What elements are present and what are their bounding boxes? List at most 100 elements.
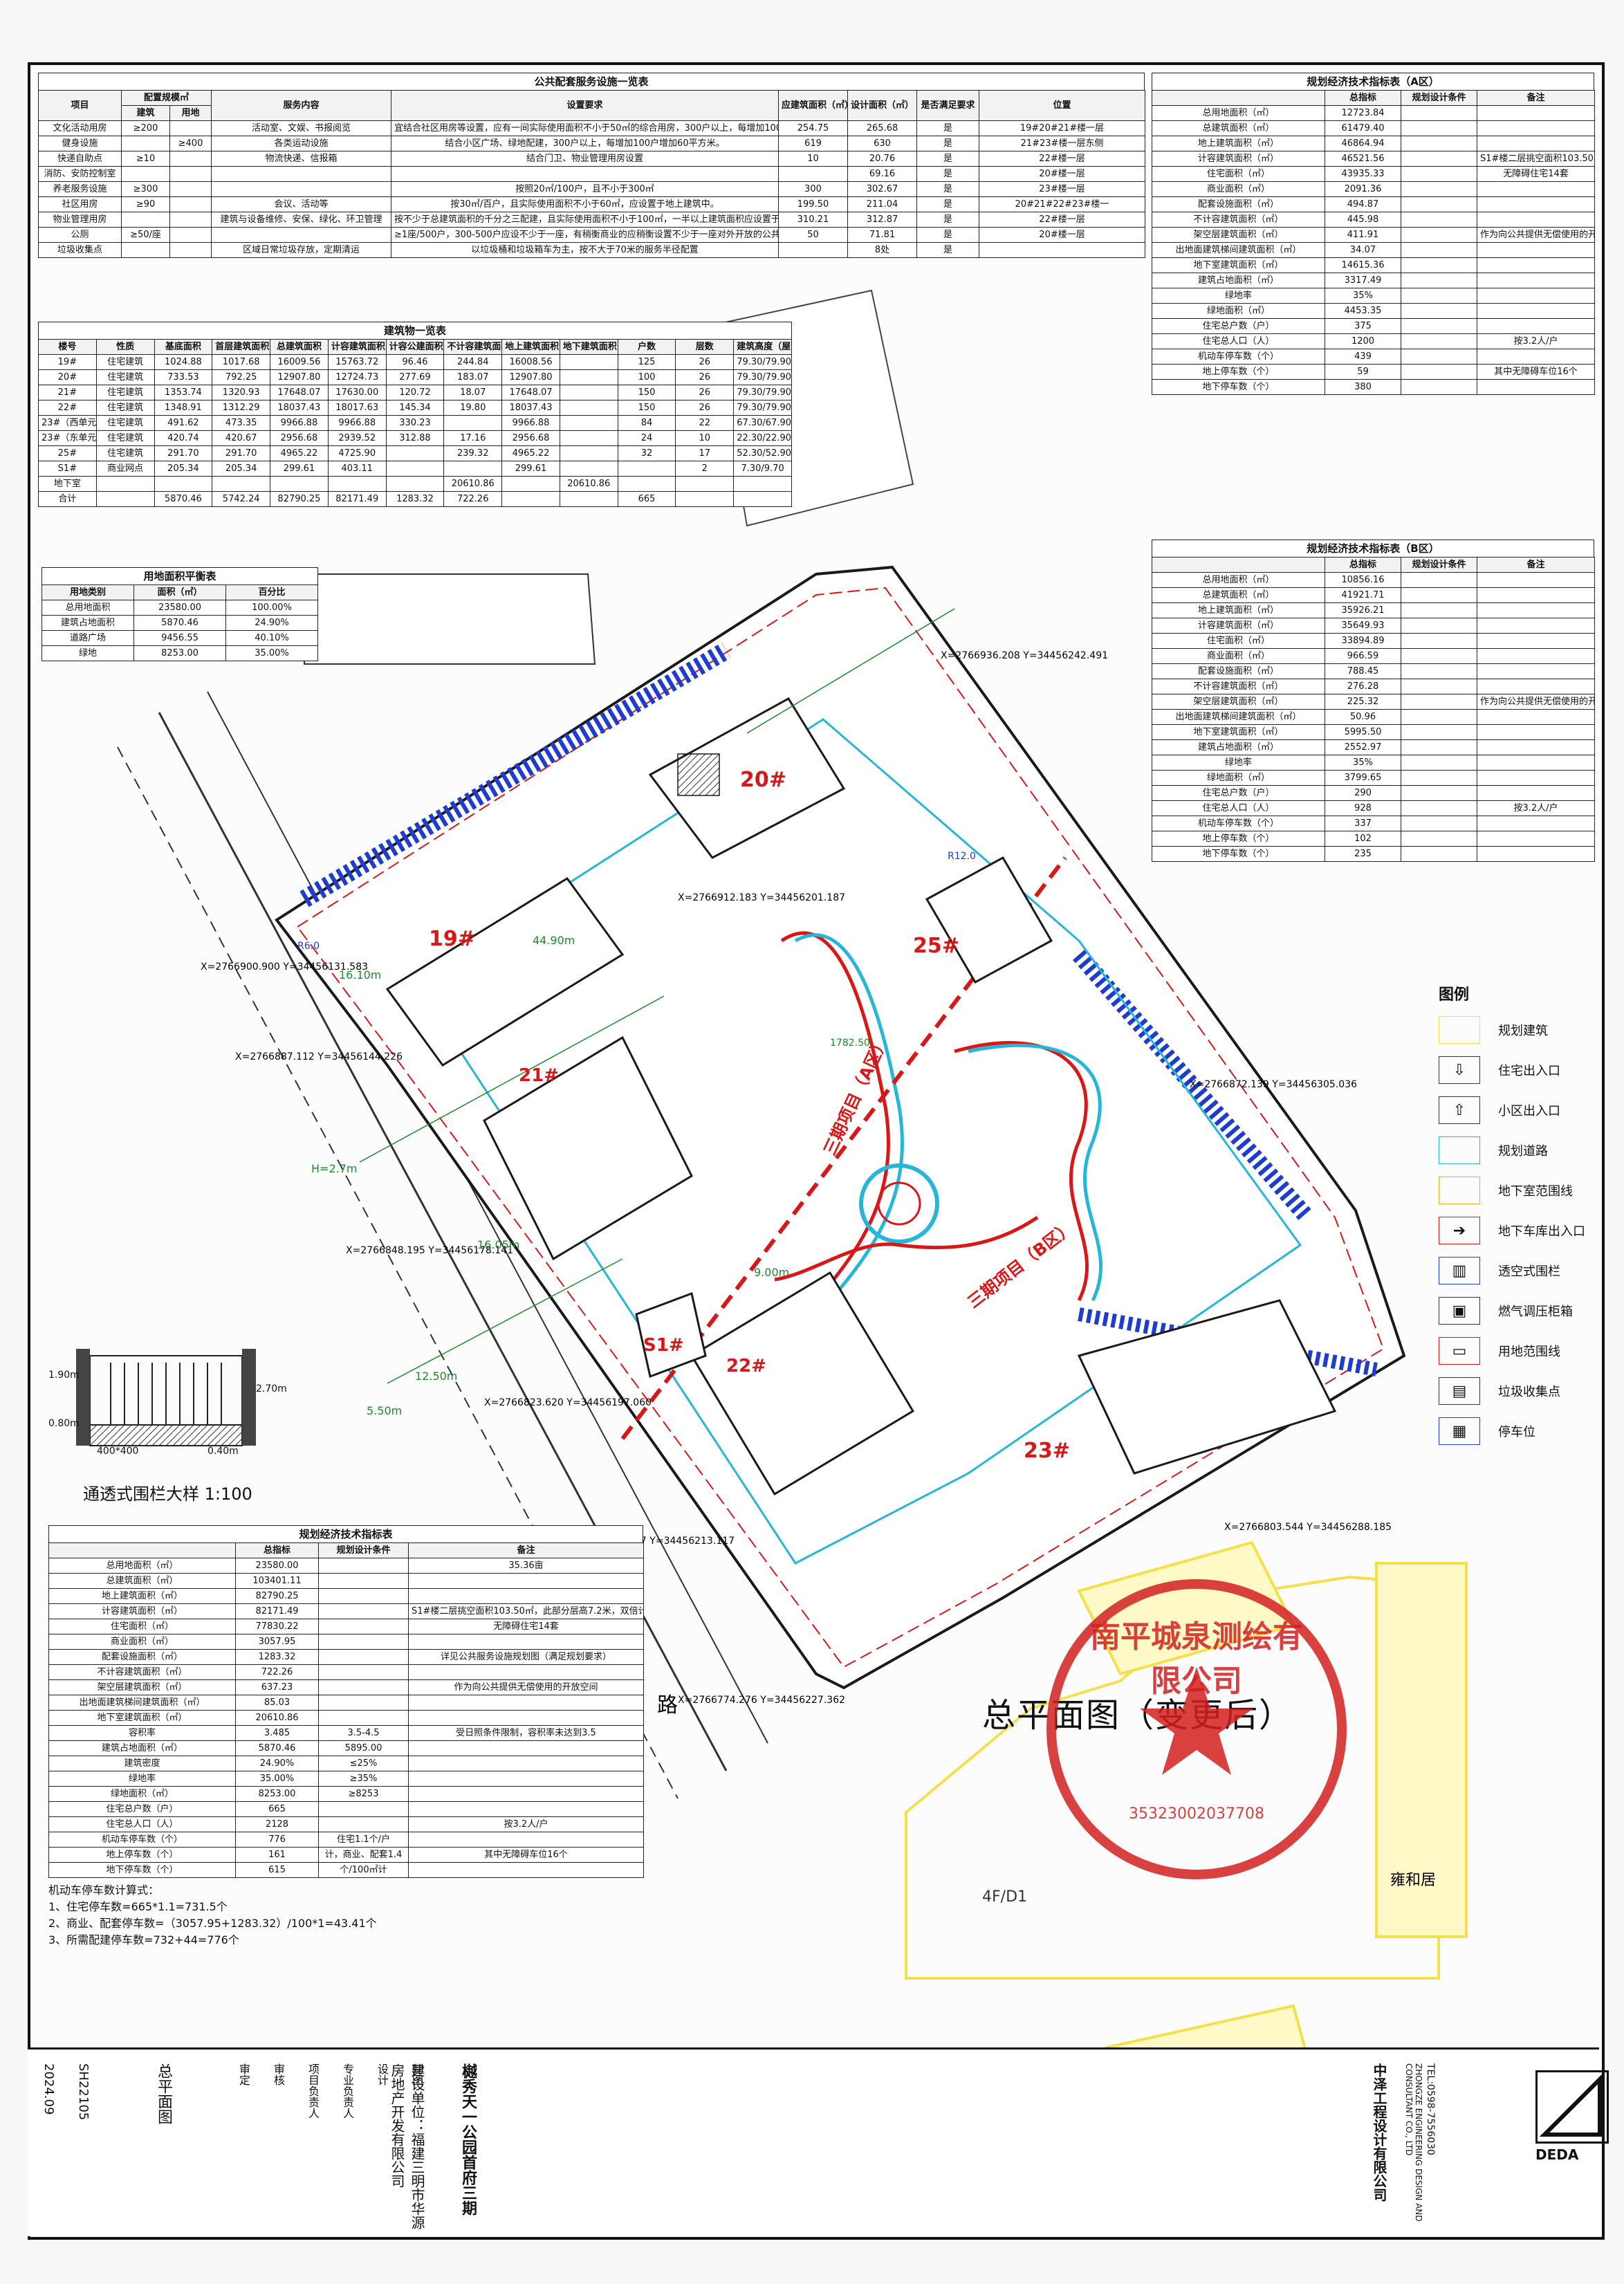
ia-cell: 4453.35 — [1325, 303, 1401, 319]
bt-cell: 82790.25 — [270, 491, 329, 507]
ib-row: 配套设施面积（㎡）788.45 — [1152, 663, 1595, 679]
bt-cell: 1017.68 — [212, 354, 271, 370]
it-cell — [318, 1664, 409, 1680]
ia-cell: 3317.49 — [1325, 273, 1401, 288]
ib-cell — [1401, 709, 1477, 725]
ib-cell — [1401, 739, 1477, 755]
garage-entrance-icon: ➔ — [1439, 1217, 1480, 1244]
fence-detail-title: 通透式围栏大样 1:100 — [83, 1484, 252, 1504]
parking-note: 3、所需配建停车数=732+44=776个 — [48, 1933, 239, 1946]
public-facilities-title: 公共配套服务设施一览表 — [38, 73, 1145, 90]
ib-cell — [1477, 587, 1595, 603]
pf-cell: ≥10 — [121, 151, 170, 167]
bt-header: 性质 — [95, 339, 155, 355]
ib-row: 地下室建筑面积（㎡）5995.50 — [1152, 724, 1595, 740]
it-cell: 665 — [235, 1801, 319, 1817]
ia-cell: 总建筑面积（㎡） — [1152, 120, 1325, 136]
indicators-a-table: 规划经济技术指标表（A区） 总指标规划设计条件备注 总用地面积（㎡）12723.… — [1152, 73, 1595, 395]
lb-cell: 24.90% — [225, 615, 318, 631]
bt-cell: 住宅建筑 — [95, 385, 155, 400]
fence-icon: ▥ — [1439, 1257, 1480, 1284]
bt-cell: 9966.88 — [501, 415, 560, 431]
it-cell: 85.03 — [235, 1695, 319, 1711]
neighbor-building-yongheju — [1375, 1562, 1468, 1938]
bt-cell: 住宅建筑 — [95, 400, 155, 416]
ia-cell — [1477, 349, 1595, 365]
bt-cell: 地下室 — [38, 476, 97, 492]
pf-cell — [121, 242, 170, 258]
ia-cell — [1401, 288, 1477, 304]
ia-cell — [1477, 379, 1595, 395]
bt-row: 23#（东单元）住宅建筑420.74420.672956.682939.5231… — [38, 430, 792, 446]
bt-cell: 32 — [617, 445, 676, 461]
ib-cell: 地下室建筑面积（㎡） — [1152, 724, 1325, 740]
bt-cell: 2939.52 — [327, 430, 387, 446]
tb-company-en: ZHONGZE ENGINEERING DESIGN AND CONSULTAN… — [1404, 2063, 1423, 2222]
bt-cell: 住宅建筑 — [95, 354, 155, 370]
pf-cell — [169, 227, 212, 243]
it-cell: 计容建筑面积（㎡） — [48, 1603, 236, 1619]
bt-cell: 291.70 — [212, 445, 271, 461]
bt-cell: 20# — [38, 369, 97, 385]
ib-cell — [1401, 770, 1477, 786]
fence-dim: 400*400 — [97, 1446, 139, 1457]
pf-cell: 302.67 — [847, 181, 918, 197]
ib-cell: 337 — [1325, 816, 1401, 831]
bt-cell: 100 — [617, 369, 676, 385]
ia-cell — [1401, 136, 1477, 151]
pf-cell — [778, 242, 849, 258]
pf-cell: 是 — [916, 242, 980, 258]
dim-label: 9.00m — [754, 1266, 790, 1279]
ia-cell: 地上停车数（个） — [1152, 364, 1325, 380]
bt-cell — [212, 476, 271, 492]
bt-cell — [559, 461, 618, 477]
parking-icon: ▦ — [1439, 1417, 1480, 1445]
bt-cell: 17648.07 — [501, 385, 560, 400]
lb-cell: 建筑占地面积 — [41, 615, 134, 631]
bt-header: 计容公建面积 — [385, 339, 445, 355]
bt-cell: 239.32 — [443, 445, 503, 461]
pf-cell: 宜结合社区用房等设置，应有一间实际使用面积不小于50㎡的综合用房，300户以上，… — [391, 120, 779, 136]
ib-cell — [1477, 816, 1595, 831]
it-cell: 地上建筑面积（㎡） — [48, 1588, 236, 1604]
it-cell: 建筑占地面积（㎡） — [48, 1740, 236, 1756]
pf-cell: 健身设施 — [38, 136, 122, 151]
it-cell: 637.23 — [235, 1679, 319, 1695]
ia-row: 总用地面积（㎡）12723.84 — [1152, 105, 1595, 121]
it-row: 不计容建筑面积（㎡）722.26 — [48, 1664, 644, 1680]
bt-cell: 205.34 — [212, 461, 271, 477]
bt-cell: 24 — [617, 430, 676, 446]
bt-header: 总建筑面积 — [270, 339, 329, 355]
bt-cell: 26 — [675, 369, 735, 385]
lb-cell: 35.00% — [225, 645, 318, 661]
it-cell — [408, 1588, 644, 1604]
ib-cell — [1477, 770, 1595, 786]
pf-cell: 是 — [916, 181, 980, 197]
it-cell — [318, 1573, 409, 1589]
it-cell — [318, 1558, 409, 1574]
it-cell — [408, 1695, 644, 1711]
it-cell: 2128 — [235, 1816, 319, 1832]
bt-header: 地下建筑面积 — [559, 339, 618, 355]
coord-label: X=2766887.112 Y=34456144.226 — [235, 1051, 403, 1062]
legend-item: ▣燃气调压柜箱 — [1439, 1291, 1598, 1331]
pf-cell: 23#楼一层 — [979, 181, 1146, 197]
bt-header: 地上建筑面积 — [501, 339, 560, 355]
ib-cell: 35649.93 — [1325, 618, 1401, 634]
legend-label: 停车位 — [1498, 1425, 1535, 1439]
seal-ring — [1046, 1579, 1347, 1879]
it-cell — [408, 1664, 644, 1680]
tb-role: 设计 — [376, 2063, 389, 2085]
it-cell: 商业面积（㎡） — [48, 1634, 236, 1650]
lb-cell: 100.00% — [225, 600, 318, 616]
landscape-path-red-3 — [774, 1215, 1039, 1282]
indicators-b-title: 规划经济技术指标表（B区） — [1152, 540, 1594, 557]
building-25 — [925, 856, 1053, 984]
